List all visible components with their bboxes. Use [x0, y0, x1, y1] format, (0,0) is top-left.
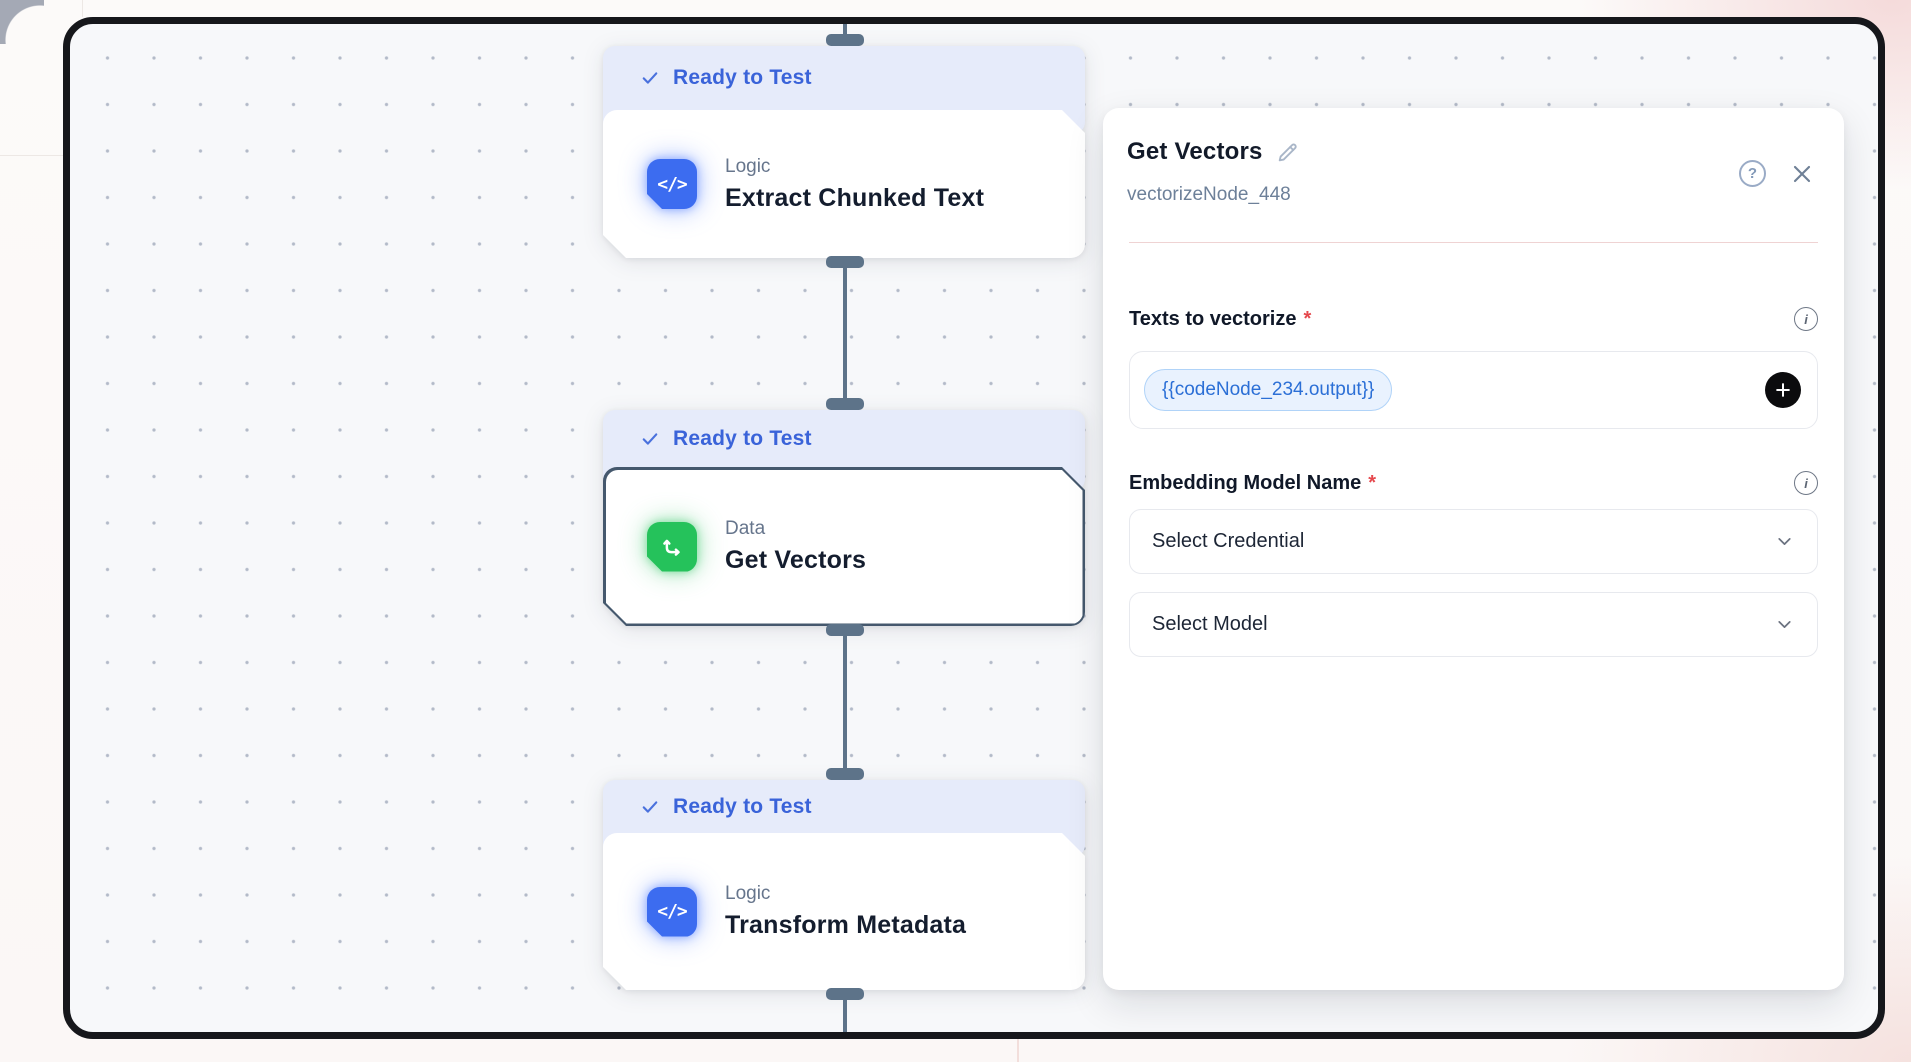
- chevron-down-icon: [1778, 538, 1791, 545]
- code-icon: </>: [647, 887, 697, 937]
- node-card[interactable]: </> Logic Extract Chunked Text: [603, 110, 1085, 258]
- add-chip-button[interactable]: [1765, 372, 1801, 408]
- status-badge-label: Ready to Test: [673, 426, 812, 450]
- status-badge-label: Ready to Test: [673, 66, 812, 89]
- background-hairline: [82, 0, 83, 17]
- edit-pencil-icon[interactable]: [1275, 140, 1300, 165]
- code-icon: </>: [647, 159, 697, 209]
- close-icon[interactable]: [1790, 162, 1814, 186]
- panel-node-id: vectorizeNode_448: [1127, 184, 1291, 205]
- edge-stem: [843, 996, 847, 1032]
- workflow-canvas[interactable]: Ready to Test </> Logic Extract Chunked …: [63, 17, 1885, 1039]
- credential-select[interactable]: Select Credential: [1129, 509, 1818, 574]
- node-get-vectors[interactable]: Ready to Test Data: [603, 410, 1085, 626]
- plus-icon: [1776, 383, 1790, 397]
- node-category: Logic: [725, 883, 771, 904]
- background-hairline: [0, 155, 63, 156]
- check-icon: [642, 800, 658, 813]
- edge-port[interactable]: [826, 624, 864, 636]
- model-select[interactable]: Select Model: [1129, 592, 1818, 657]
- edge-stem: [843, 264, 847, 404]
- background-hairline: [1017, 1039, 1019, 1062]
- check-icon: [642, 432, 658, 445]
- edge-stem: [843, 632, 847, 774]
- edge-port[interactable]: [826, 988, 864, 1000]
- header-divider: [1129, 242, 1818, 243]
- edge-port[interactable]: [826, 34, 864, 46]
- info-icon[interactable]: i: [1794, 307, 1818, 331]
- chevron-down-icon: [1778, 621, 1791, 628]
- node-title: Get Vectors: [725, 546, 867, 574]
- node-category: Data: [725, 518, 766, 539]
- required-asterisk: *: [1368, 471, 1377, 494]
- edge-port[interactable]: [826, 768, 864, 780]
- node-extract-chunked-text[interactable]: Ready to Test </> Logic Extract Chunked …: [603, 46, 1085, 258]
- edge-stem: [843, 24, 847, 36]
- node-category: Logic: [725, 155, 771, 177]
- status-badge-label: Ready to Test: [673, 794, 812, 818]
- node-title: Transform Metadata: [725, 911, 967, 939]
- edge-port[interactable]: [826, 398, 864, 410]
- field-label-embedding-model-name: Embedding Model Name: [1129, 471, 1362, 494]
- edge-port[interactable]: [826, 256, 864, 268]
- required-asterisk: *: [1303, 307, 1312, 330]
- node-transform-metadata[interactable]: Ready to Test </> Logic Transform Metada…: [603, 780, 1085, 990]
- help-icon[interactable]: ?: [1739, 160, 1766, 187]
- node-card[interactable]: Data Get Vectors: [603, 467, 1085, 626]
- node-card[interactable]: </> Logic Transform Metadata: [603, 833, 1085, 990]
- variable-chip[interactable]: {{codeNode_234.output}}: [1144, 369, 1393, 411]
- field-label-texts-to-vectorize: Texts to vectorize: [1129, 307, 1297, 330]
- info-icon[interactable]: i: [1794, 471, 1818, 495]
- texts-to-vectorize-input[interactable]: {{codeNode_234.output}}: [1129, 351, 1818, 429]
- config-panel: Get Vectors vectorizeNode_448 ?: [1103, 108, 1844, 990]
- node-title: Extract Chunked Text: [725, 183, 985, 212]
- axes-icon: [647, 522, 697, 572]
- panel-title: Get Vectors: [1127, 138, 1263, 165]
- check-icon: [642, 72, 658, 84]
